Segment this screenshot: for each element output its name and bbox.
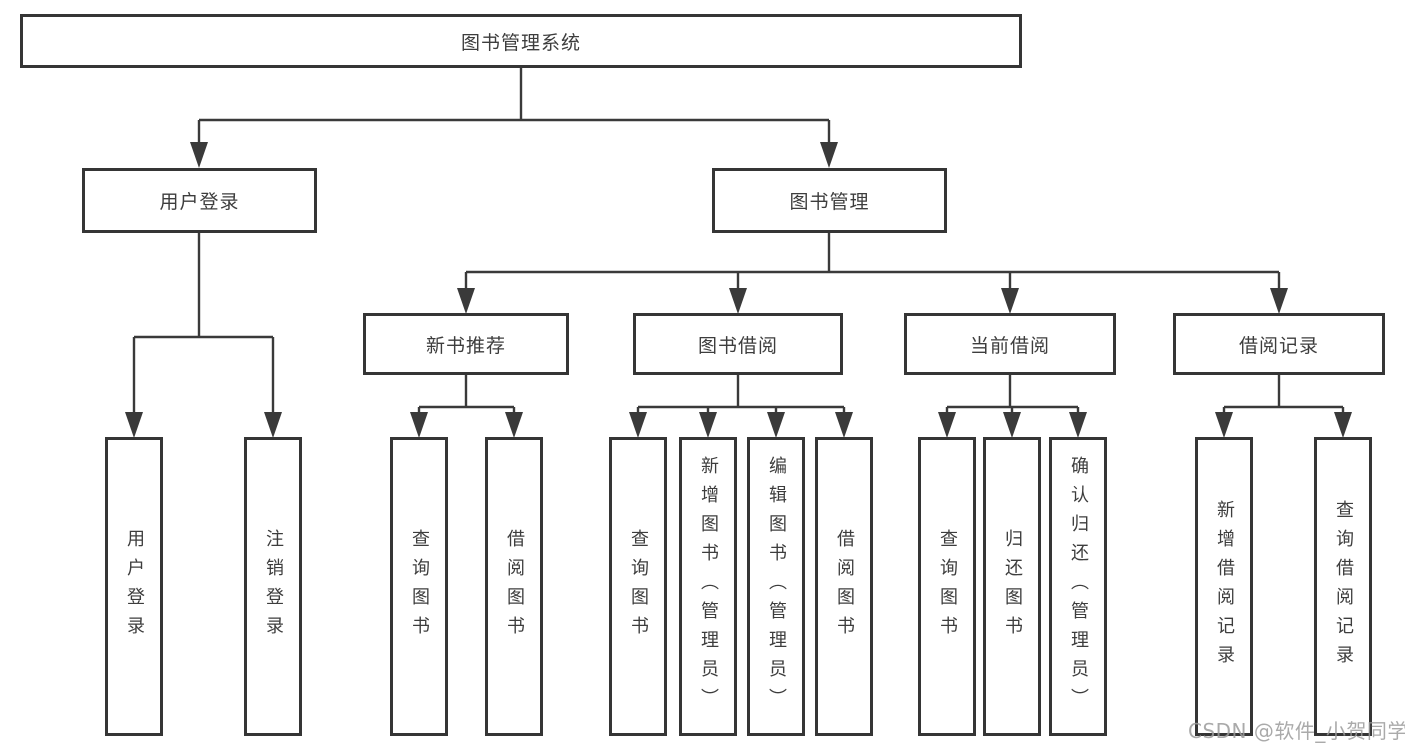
leaf-logout: 注销登录 [244,437,302,736]
node-borrowing-records: 借阅记录 [1173,313,1385,375]
leaf-borrow-book-1: 借阅图书 [485,437,543,736]
leaf-add-book-admin: 新增图书（管理员） [679,437,737,736]
node-library-management-system: 图书管理系统 [20,14,1022,68]
node-user-login: 用户登录 [82,168,317,233]
node-new-book-recommendation: 新书推荐 [363,313,569,375]
leaf-add-borrow-record: 新增借阅记录 [1195,437,1253,736]
leaf-query-book-3: 查询图书 [918,437,976,736]
leaf-query-borrow-record: 查询借阅记录 [1314,437,1372,736]
leaf-borrow-book-2: 借阅图书 [815,437,873,736]
node-book-borrowing: 图书借阅 [633,313,843,375]
leaf-query-book-2: 查询图书 [609,437,667,736]
node-current-borrowing: 当前借阅 [904,313,1116,375]
leaf-user-login: 用户登录 [105,437,163,736]
leaf-return-book: 归还图书 [983,437,1041,736]
csdn-watermark: CSDN @软件_小贺同学 [1188,719,1405,743]
leaf-query-book-1: 查询图书 [390,437,448,736]
node-book-management: 图书管理 [712,168,947,233]
leaf-confirm-return-admin: 确认归还（管理员） [1049,437,1107,736]
leaf-edit-book-admin: 编辑图书（管理员） [747,437,805,736]
